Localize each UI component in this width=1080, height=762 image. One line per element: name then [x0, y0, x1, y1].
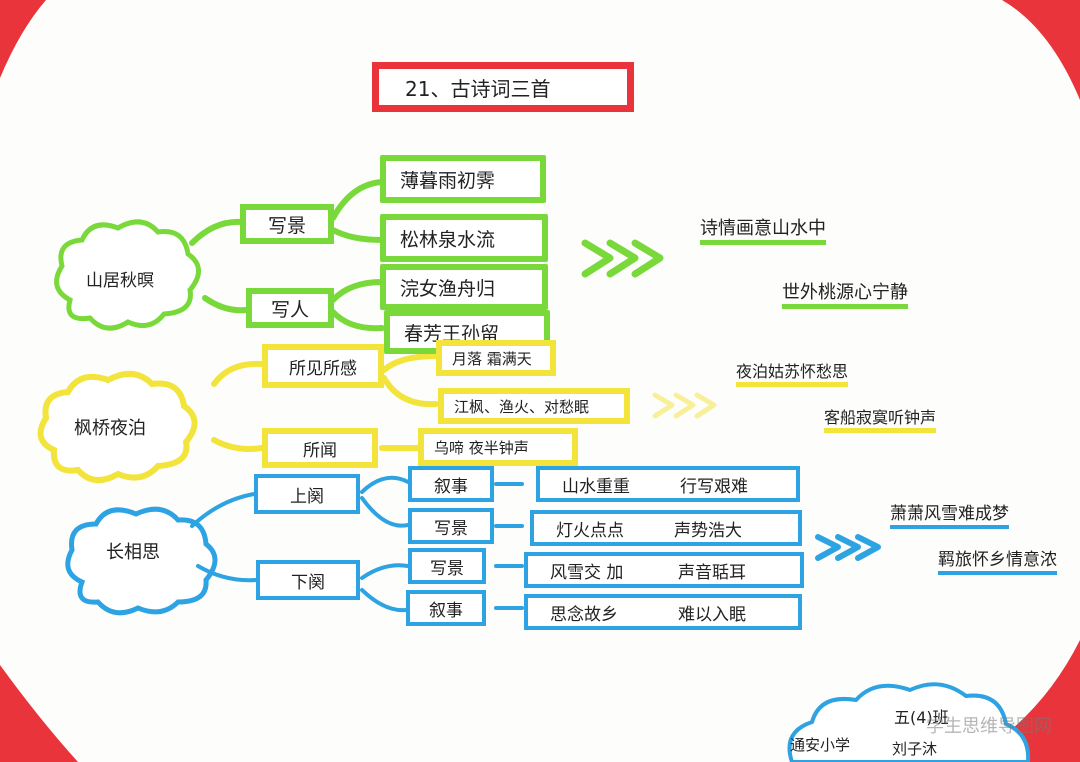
- theme-changxiangsi-2: 羁旅怀乡情意浓: [938, 552, 1057, 575]
- line-changxiangsi-4-b: 难以入眠: [678, 604, 746, 625]
- poem-title-changxiangsi: 长相思: [106, 542, 160, 563]
- branch-shanju-scenery: 写景: [240, 204, 334, 244]
- line-changxiangsi-2-a: 灯火点点: [556, 520, 624, 541]
- line-changxiangsi-4: 思念故乡 难以入眠: [524, 594, 802, 630]
- line-fengqiao-1: 月落 霜满天: [436, 340, 556, 376]
- line-shanju-1: 薄暮雨初霁: [380, 155, 546, 203]
- theme-fengqiao-2: 客船寂寞听钟声: [824, 410, 937, 433]
- sub-changxiangsi-2: 写景: [408, 508, 494, 544]
- line-changxiangsi-1-a: 山水重重: [562, 476, 630, 497]
- branch-fengqiao-seen: 所见所感: [262, 344, 384, 388]
- line-changxiangsi-1-b: 行写艰难: [680, 476, 748, 497]
- line-shanju-2: 松林泉水流: [380, 214, 548, 262]
- page-title: 21、古诗词三首: [372, 62, 634, 112]
- cloud-changxiangsi: [65, 506, 218, 616]
- branch-fengqiao-heard: 所闻: [262, 428, 378, 468]
- sub-changxiangsi-1: 叙事: [408, 466, 494, 502]
- line-shanju-3: 浣女渔舟归: [380, 264, 548, 310]
- line-changxiangsi-2: 灯火点点 声势浩大: [530, 510, 802, 546]
- footer-school: 通安小学: [790, 736, 851, 754]
- cloud-footer: [787, 682, 1031, 762]
- poem-title-shanju: 山居秋暝: [86, 271, 154, 291]
- sub-changxiangsi-4: 叙事: [406, 590, 486, 626]
- line-changxiangsi-3: 风雪交 加 声音聒耳: [524, 552, 804, 588]
- corner-decoration-top-left: [0, 0, 46, 78]
- footer-author: 刘子沐: [892, 740, 938, 758]
- cloud-shanju: [54, 219, 201, 331]
- poem-title-fengqiao: 枫桥夜泊: [74, 418, 146, 439]
- corner-decoration-bottom-right: [965, 640, 1080, 762]
- branch-changxiangsi-lower: 下阕: [256, 560, 360, 600]
- line-changxiangsi-2-b: 声势浩大: [674, 520, 742, 541]
- branch-shanju-people: 写人: [246, 288, 334, 328]
- line-changxiangsi-4-a: 思念故乡: [550, 604, 618, 625]
- line-changxiangsi-3-a: 风雪交 加: [550, 562, 624, 583]
- corner-decoration-top-right: [1002, 0, 1080, 100]
- sub-changxiangsi-3: 写景: [408, 548, 486, 584]
- line-changxiangsi-1: 山水重重 行写艰难: [536, 466, 800, 502]
- theme-shanju-2: 世外桃源心宁静: [782, 284, 908, 309]
- watermark: 学生思维导图网: [926, 716, 1052, 737]
- branch-changxiangsi-upper: 上阕: [254, 474, 360, 514]
- corner-decoration-bottom-left: [0, 665, 78, 762]
- line-fengqiao-3: 乌啼 夜半钟声: [418, 428, 578, 466]
- theme-fengqiao-1: 夜泊姑苏怀愁思: [736, 364, 849, 387]
- line-fengqiao-2: 江枫、渔火、对愁眠: [438, 388, 630, 424]
- line-changxiangsi-3-b: 声音聒耳: [678, 562, 746, 583]
- theme-shanju-1: 诗情画意山水中: [700, 220, 826, 245]
- footer-class: 五(4)班: [894, 708, 949, 727]
- theme-changxiangsi-1: 萧萧风雪难成梦: [890, 506, 1009, 529]
- cloud-fengqiao: [37, 371, 198, 483]
